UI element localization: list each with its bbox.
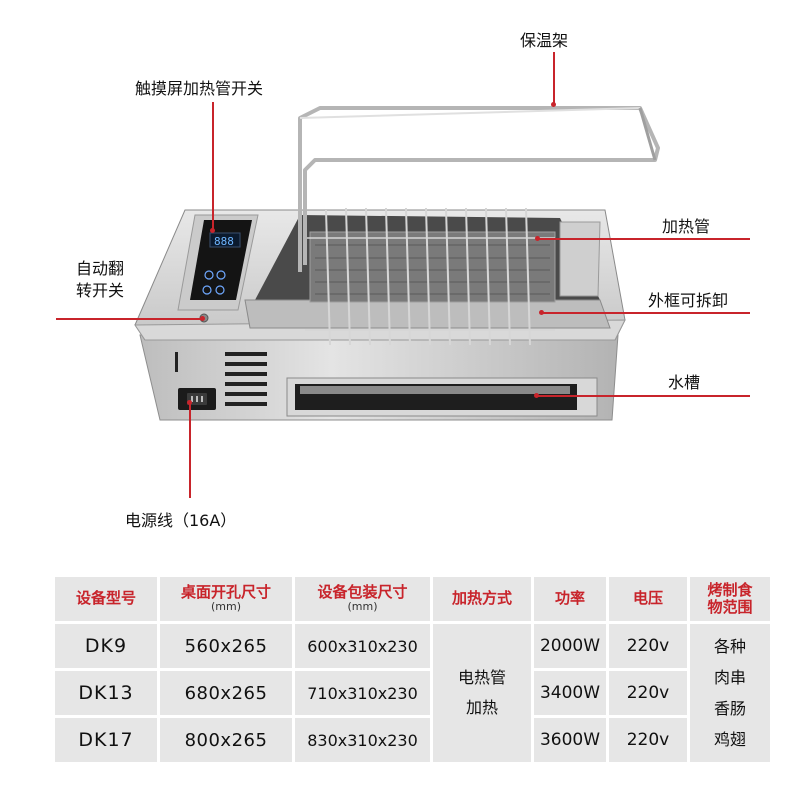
food-item: 各种 [713,636,746,656]
callout-line-heating-tube [537,238,750,240]
warming-rack [298,106,660,272]
callout-dot-warming-rack [551,102,556,107]
label-warming-rack: 保温架 [520,31,569,50]
header-voltage: 电压 [609,577,687,621]
cell-model: DK17 [55,718,157,762]
grill-illustration: 888 [134,106,660,421]
header-food-line1: 烤制食 [707,580,753,599]
table-row: DK13 680x265 710x310x230 3400W 220v [55,671,770,715]
header-cutout-text: 桌面开孔尺寸 [180,583,271,602]
cell-power: 3600W [534,718,606,762]
callout-line-removable-frame [541,312,750,314]
cell-heating-line2: 加热 [465,698,498,717]
cell-voltage: 220v [609,671,687,715]
header-heating: 加热方式 [433,577,531,621]
label-removable-frame: 外框可拆卸 [648,291,729,310]
callout-dot-auto-flip [200,316,205,321]
callout-dot-touch-switch [210,228,215,233]
header-food-line2: 物范围 [707,598,753,616]
callout-line-power-cord [189,402,191,498]
label-auto-flip-line2: 转开关 [76,280,125,300]
header-model: 设备型号 [55,577,157,621]
label-auto-flip: 自动翻 转开关 [76,258,146,301]
cell-heating-line1: 电热管 [457,667,506,687]
food-item: 鸡翅 [713,730,746,750]
cell-package: 600x310x230 [295,624,430,668]
header-package: 设备包装尺寸 (mm) [295,577,430,621]
label-touch-switch: 触摸屏加热管开关 [135,79,264,98]
callout-line-warming-rack [553,52,555,106]
food-item: 肉串 [713,667,746,687]
spec-table: 设备型号 桌面开孔尺寸 (mm) 设备包装尺寸 (mm) 加热方式 功率 电压 … [52,574,773,765]
header-package-unit: (mm) [347,600,378,614]
cell-power: 3400W [534,671,606,715]
grill-body [139,334,619,421]
cell-cutout: 680x265 [160,671,292,715]
callout-line-touch-switch [212,102,214,232]
label-water-tank: 水槽 [668,373,701,392]
cell-voltage: 220v [609,718,687,762]
power-socket [178,388,216,410]
callout-dot-heating-tube [535,236,540,241]
cell-package: 830x310x230 [295,718,430,762]
header-package-text: 设备包装尺寸 [317,583,408,602]
cell-power: 2000W [534,624,606,668]
callout-dot-removable-frame [539,310,544,315]
svg-text:888: 888 [214,235,234,248]
label-heating-tube: 加热管 [662,217,711,236]
food-item: 香肠 [713,699,746,718]
table-row: DK9 560x265 600x310x230 电热管 加热 2000W 220… [55,624,770,762]
spec-table-header: 设备型号 桌面开孔尺寸 (mm) 设备包装尺寸 (mm) 加热方式 功率 电压 … [55,577,770,621]
cell-cutout: 800x265 [160,718,292,762]
table-row: DK17 800x265 830x310x230 3600W 220v [55,718,770,762]
cell-model: DK13 [55,671,157,715]
cell-food-range: 各种 肉串 香肠 鸡翅 [690,624,770,762]
cell-voltage: 220v [609,624,687,668]
header-food: 烤制食 物范围 [690,577,770,621]
header-cutout: 桌面开孔尺寸 (mm) [160,577,292,621]
cell-model: DK9 [55,624,157,668]
header-cutout-unit: (mm) [210,600,241,614]
callout-line-auto-flip [56,318,204,320]
skewer-rack [305,207,556,346]
callout-dot-water-tank [534,393,539,398]
label-power-cord: 电源线（16A） [125,511,237,530]
header-power: 功率 [534,577,606,621]
callout-dot-power-cord [187,400,192,405]
label-auto-flip-line1: 自动翻 [76,259,125,278]
cell-package: 710x310x230 [295,671,430,715]
vent-slots [175,352,267,406]
water-tank-drawer [286,377,598,417]
cell-cutout: 560x265 [160,624,292,668]
cell-heating-method: 电热管 加热 [433,624,531,762]
callout-line-water-tank [536,395,750,397]
digital-display: 888 [209,232,241,248]
